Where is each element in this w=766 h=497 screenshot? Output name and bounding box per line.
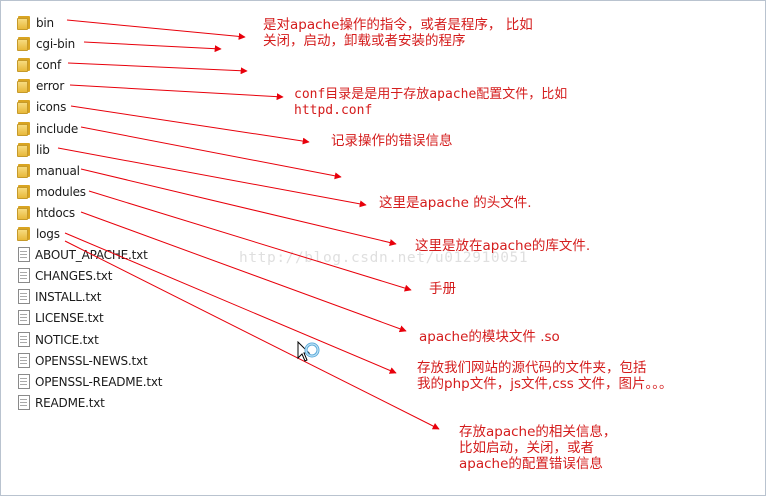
file-name: include bbox=[36, 121, 79, 136]
folder-icon bbox=[17, 227, 32, 241]
folder-icon bbox=[17, 142, 32, 157]
file-name: INSTALL.txt bbox=[35, 290, 102, 305]
annotation-htdocs: 存放我们网站的源代码的文件夹，包括 我的php文件，js文件,css 文件，图片… bbox=[417, 360, 673, 392]
file-name: cgi-bin bbox=[36, 37, 76, 52]
text-file-icon bbox=[18, 373, 31, 390]
folder-item-error[interactable]: error bbox=[17, 76, 192, 96]
folder-icon bbox=[17, 100, 32, 115]
text-file-icon bbox=[18, 331, 31, 348]
file-name: NOTICE.txt bbox=[35, 332, 99, 347]
annotation-logs: 存放apache的相关信息， 比如启动，关闭，或者 apache的配置错误信息 bbox=[459, 424, 617, 472]
folder-item-manual[interactable]: manual bbox=[17, 161, 192, 181]
folder-item-include[interactable]: include bbox=[17, 119, 192, 139]
text-file-icon bbox=[18, 352, 31, 369]
file-name: manual bbox=[36, 163, 80, 178]
folder-icon bbox=[17, 37, 32, 52]
annotation-bin: 是对apache操作的指令，或者是程序， 比如 关闭，启动，卸载或者安装的程序 bbox=[263, 17, 533, 49]
file-name: LICENSE.txt bbox=[35, 311, 104, 326]
file-name: htdocs bbox=[36, 205, 75, 220]
file-name: README.txt bbox=[35, 395, 105, 410]
file-item-openssl-readme-txt[interactable]: OPENSSL-README.txt bbox=[17, 372, 192, 392]
folder-item-modules[interactable]: modules bbox=[17, 182, 192, 202]
annotation-modules: apache的模块文件 .so bbox=[419, 329, 560, 345]
text-file-icon bbox=[18, 289, 31, 305]
folder-icon bbox=[17, 16, 32, 30]
text-file-icon bbox=[18, 394, 31, 411]
folder-icon bbox=[17, 163, 32, 178]
folder-item-lib[interactable]: lib bbox=[17, 140, 192, 160]
file-name: bin bbox=[36, 16, 54, 30]
folder-icon bbox=[17, 205, 32, 220]
folder-item-bin[interactable]: bin bbox=[17, 13, 192, 33]
file-item-readme-txt[interactable]: README.txt bbox=[17, 393, 192, 413]
folder-icon bbox=[17, 79, 32, 94]
annotation-manual: 手册 bbox=[429, 281, 456, 297]
file-name: modules bbox=[36, 184, 86, 199]
file-item-openssl-news-txt[interactable]: OPENSSL-NEWS.txt bbox=[17, 351, 192, 371]
busy-cursor-icon bbox=[297, 340, 323, 373]
file-name: CHANGES.txt bbox=[35, 269, 113, 284]
folder-item-cgi-bin[interactable]: cgi-bin bbox=[17, 34, 192, 54]
annotation-include: 这里是apache 的头文件. bbox=[379, 195, 532, 211]
file-name: logs bbox=[36, 227, 60, 241]
file-item-about-apache-txt[interactable]: ABOUT_APACHE.txt bbox=[17, 245, 192, 265]
folder-icon bbox=[17, 121, 32, 136]
text-file-icon bbox=[18, 268, 31, 284]
file-item-license-txt[interactable]: LICENSE.txt bbox=[17, 308, 192, 328]
annotation-lib: 这里是放在apache的库文件. bbox=[415, 238, 591, 254]
file-name: OPENSSL-README.txt bbox=[35, 374, 163, 389]
file-name: lib bbox=[36, 142, 50, 157]
text-file-icon bbox=[18, 310, 31, 326]
folder-icon bbox=[17, 58, 32, 73]
file-name: ABOUT_APACHE.txt bbox=[35, 248, 148, 263]
annotation-error: 记录操作的错误信息 bbox=[331, 133, 453, 149]
file-name: conf bbox=[36, 58, 61, 73]
file-item-changes-txt[interactable]: CHANGES.txt bbox=[17, 266, 192, 286]
folder-icon bbox=[17, 184, 32, 199]
file-name: icons bbox=[36, 100, 67, 115]
file-name: OPENSSL-NEWS.txt bbox=[35, 353, 148, 368]
file-item-install-txt[interactable]: INSTALL.txt bbox=[17, 287, 192, 307]
folder-item-icons[interactable]: icons bbox=[17, 97, 192, 117]
file-item-notice-txt[interactable]: NOTICE.txt bbox=[17, 330, 192, 350]
file-name: error bbox=[36, 79, 65, 94]
text-file-icon bbox=[18, 247, 31, 263]
annotation-conf: conf目录是是用于存放apache配置文件，比如 httpd.conf bbox=[294, 87, 568, 118]
folder-item-conf[interactable]: conf bbox=[17, 55, 192, 75]
folder-item-htdocs[interactable]: htdocs bbox=[17, 203, 192, 223]
folder-item-logs[interactable]: logs bbox=[17, 224, 192, 244]
